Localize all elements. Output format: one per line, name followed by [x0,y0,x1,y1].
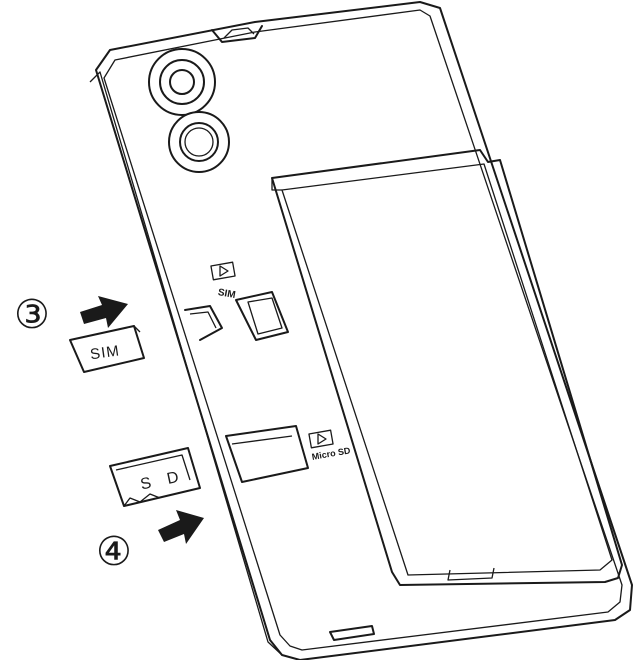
phone-body [89,1,633,660]
sim-card [69,325,145,373]
sim-card-label: SIM [89,342,121,363]
usb-port [329,625,375,641]
step-3-marker: ③ [14,292,50,338]
top-notch [211,25,263,43]
micro-sd-slot [225,425,309,483]
battery-compartment [271,149,623,586]
micro-sd-slot-icon [308,429,334,449]
sim-slot [184,291,289,341]
camera-icon [148,48,216,116]
sim-slot-label: SIM [217,287,236,301]
step-4-marker: ④ [96,529,132,575]
sd-card [109,447,201,507]
arrow-right-icon [158,510,204,544]
sim-slot-icon [210,261,236,281]
flash-icon [168,111,230,173]
arrow-right-icon [80,296,128,328]
